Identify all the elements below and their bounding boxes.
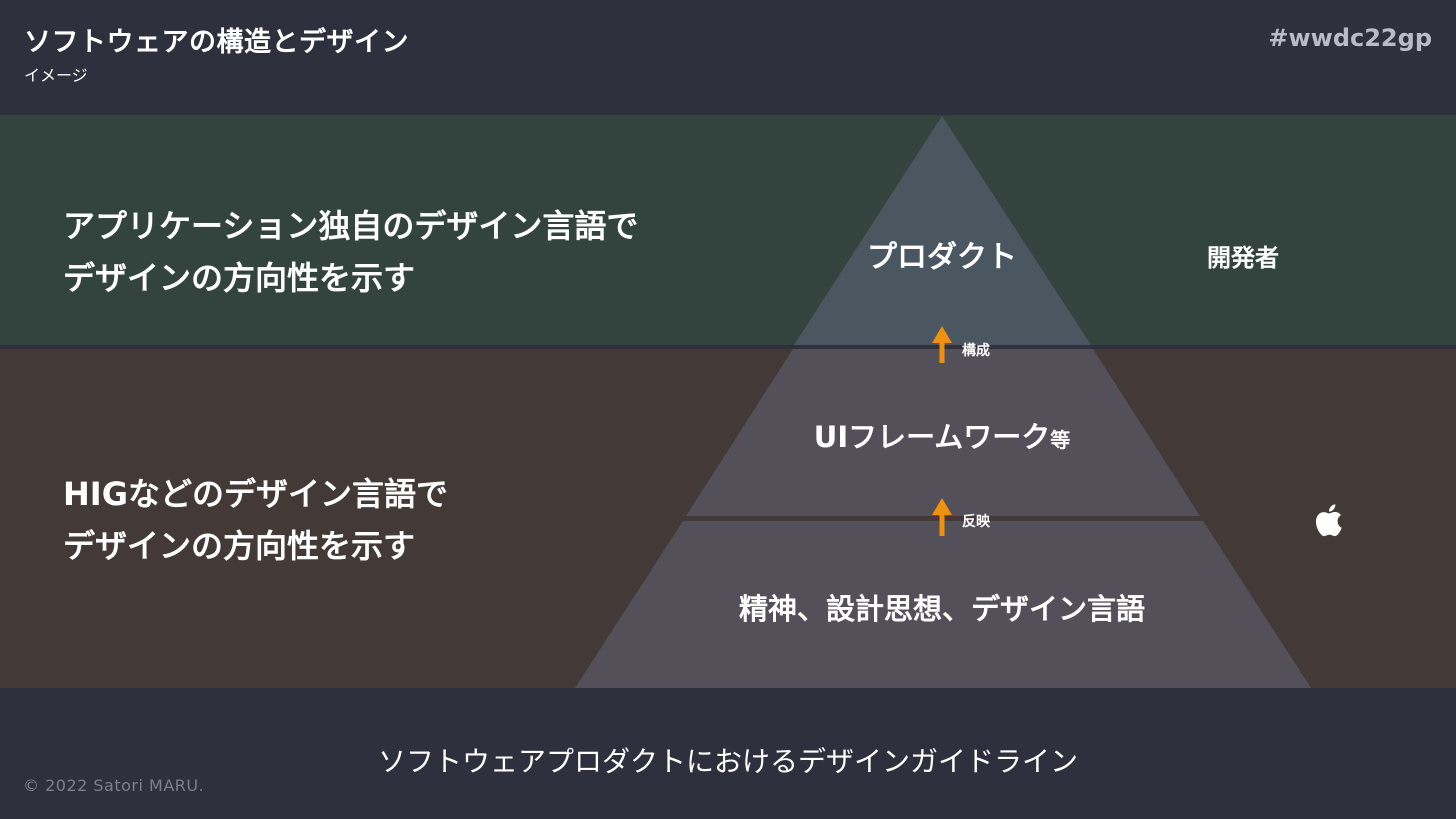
reflect-arrow-label: 反映	[962, 514, 990, 530]
arrow-up-icon	[932, 498, 952, 536]
apple-logo-icon	[1315, 504, 1342, 537]
copyright: © 2022 Satori MARU.	[23, 776, 205, 795]
compose-arrow-label: 構成	[962, 343, 990, 359]
description-line: アプリケーション独自のデザイン言語で	[63, 207, 639, 245]
ui-framework-label: UIフレームワーク等	[742, 414, 1142, 456]
pyramid-layer-design-language	[575, 521, 1311, 688]
header-bar	[0, 0, 1456, 115]
developer-band-description: アプリケーション独自のデザイン言語で デザインの方向性を示す	[63, 200, 638, 304]
design-language-label: 精神、設計思想、デザイン言語	[738, 592, 1145, 626]
platform-band-description: HIGなどのデザイン言語で デザインの方向性を示す	[63, 468, 448, 572]
developer-band	[0, 115, 1456, 346]
pyramid-layer-ui-framework	[686, 349, 1200, 516]
band-separator	[0, 345, 1456, 349]
slide-title: ソフトウェアの構造とデザイン	[24, 27, 409, 58]
footer-caption: ソフトウェアプロダクトにおけるデザインガイドライン	[377, 745, 1078, 778]
slide-subtitle: イメージ	[24, 66, 88, 85]
pyramid-layer-product	[794, 116, 1091, 345]
hashtag: #wwdc22gp	[1268, 24, 1432, 52]
footer-bar	[0, 688, 1456, 819]
ui-framework-text: UIフレームワーク	[813, 420, 1051, 454]
ui-framework-suffix: 等	[1050, 428, 1071, 452]
product-label: プロダクト	[867, 240, 1017, 275]
developer-label: 開発者	[1207, 244, 1279, 272]
description-line: デザインの方向性を示す	[63, 527, 416, 565]
arrow-up-icon	[932, 326, 952, 363]
description-line: デザインの方向性を示す	[63, 259, 416, 297]
description-line: HIGなどのデザイン言語で	[63, 475, 448, 513]
